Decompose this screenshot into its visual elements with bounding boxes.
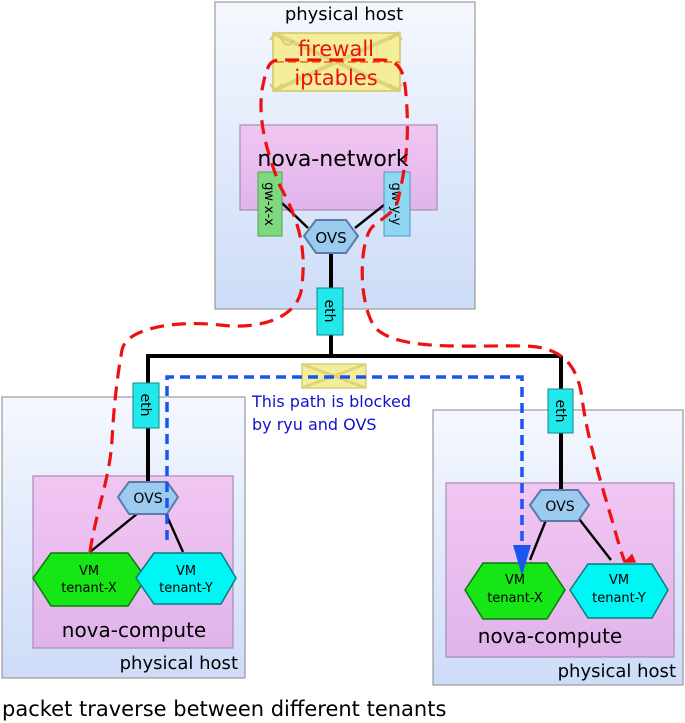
ovs-top-hexagon (302, 219, 360, 254)
blue-arrowhead (513, 545, 531, 576)
tenant-y-left-label: tenant-Y (159, 581, 213, 596)
eth-top-label: eth (321, 300, 337, 323)
vm-tenant-y-left (135, 552, 237, 605)
caption: packet traverse between different tenant… (2, 697, 446, 721)
red-packet-path (88, 58, 637, 563)
right-host-label: physical host (558, 661, 676, 682)
top-host-label: physical host (285, 4, 403, 25)
eth-left-label: eth (137, 394, 153, 417)
eth-left-box (132, 382, 160, 429)
vm-y-right-label: VM (609, 573, 629, 588)
ovs-left-label: OVS (133, 491, 162, 507)
vm-x-left-label: VM (79, 564, 99, 579)
ovs-top-label: OVS (315, 229, 346, 247)
blocked-text-line2: by ryu and OVS (252, 415, 377, 434)
vm-tenant-x-right (464, 562, 566, 620)
nova-compute-left-label: nova-compute (62, 618, 206, 642)
vm-y-left-label: VM (176, 564, 196, 579)
eth-right-label: eth (552, 400, 568, 423)
eth-right-box (547, 388, 574, 434)
firewall-label: firewall (298, 37, 374, 61)
firewall-iptables-scroll (269, 31, 403, 93)
nova-network-label: nova-network (257, 147, 408, 172)
gw-x-box (257, 171, 283, 237)
nova-compute-right-label: nova-compute (478, 624, 622, 648)
ovs-right-label: OVS (545, 499, 574, 515)
vm-x-right-label: VM (505, 573, 525, 588)
blue-blocked-path (165, 375, 524, 545)
vm-tenant-y-right (569, 563, 669, 619)
left-host-label: physical host (120, 653, 238, 674)
tenant-x-right-label: tenant-X (487, 591, 543, 606)
tenant-y-right-label: tenant-Y (592, 591, 646, 606)
gw-x-label: gw-x-x (261, 182, 276, 226)
vm-tenant-x-left (32, 552, 147, 607)
eth-top-box (316, 287, 344, 336)
ovs-left-hexagon (116, 481, 180, 515)
blocked-text-line1: This path is blocked (251, 392, 411, 411)
iptables-label: iptables (294, 66, 377, 90)
ovs-right-hexagon (528, 489, 591, 522)
tenant-x-left-label: tenant-X (61, 581, 117, 596)
